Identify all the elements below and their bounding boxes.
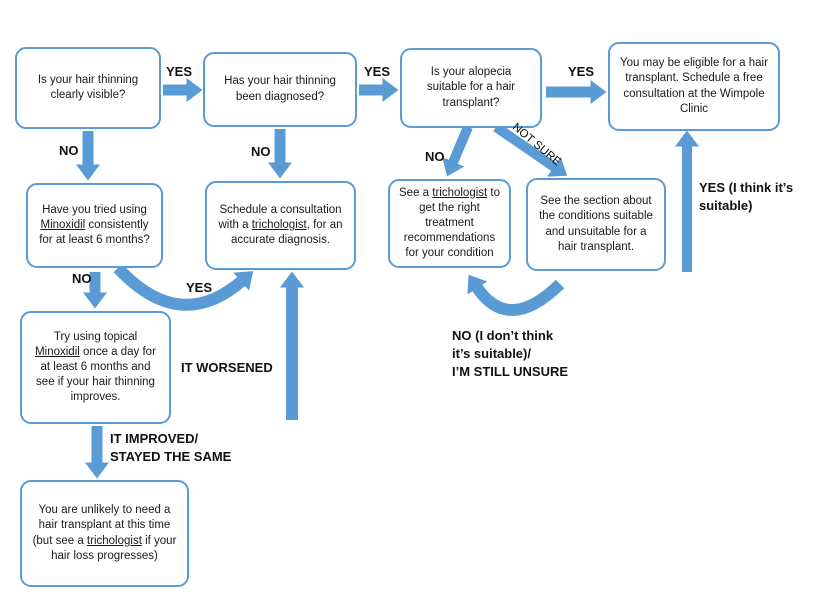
inline-link[interactable]: Minoxidil xyxy=(40,218,86,231)
edge-label-it-worsened: IT WORSENED xyxy=(181,360,273,375)
arrow-yes-minoxidil-to-consult-curved xyxy=(113,263,254,311)
inline-link[interactable]: trichologist xyxy=(251,218,307,231)
inline-link[interactable]: trichologist xyxy=(432,186,488,199)
text-segment: once a day for at least 6 months and see… xyxy=(36,345,156,404)
node-question-thinning-visible: Is your hair thinning clearly visible? xyxy=(15,47,161,129)
edge-label-yes-i-think-suitable: YES (I think it’s suitable) xyxy=(699,180,794,214)
edge-label-it-improved: IT IMPROVED/ STAYED THE SAME xyxy=(110,431,232,465)
text-segment: Is your hair thinning clearly visible? xyxy=(37,73,139,101)
edge-label-no-4: NO xyxy=(72,271,92,286)
edge-label-yes-3: YES xyxy=(568,64,595,79)
node-text: Is your alopecia suitable for a hair tra… xyxy=(411,65,531,111)
arrow-no-section-to-trichologist-curved xyxy=(467,274,565,316)
node-text: Have you tried using Minoxidil consisten… xyxy=(37,203,152,249)
node-text: Try using topical Minoxidil once a day f… xyxy=(31,330,160,406)
node-text: Is your hair thinning clearly visible? xyxy=(26,73,150,103)
text-segment: You may be eligible for a hair transplan… xyxy=(620,57,768,115)
node-text: Schedule a consultation with a tricholog… xyxy=(216,203,345,249)
text-segment: to get the right treatment recommendatio… xyxy=(403,186,501,260)
text-segment: See the section about the conditions sui… xyxy=(539,195,653,253)
node-question-alopecia-suitable: Is your alopecia suitable for a hair tra… xyxy=(400,48,542,128)
node-question-thinning-diagnosed: Has your hair thinning been diagnosed? xyxy=(203,52,357,127)
text-segment: Try using topical xyxy=(53,330,138,343)
edge-label-yes-1: YES xyxy=(166,64,193,79)
text-segment: Schedule a consultation with a xyxy=(218,203,342,231)
inline-link[interactable]: Minoxidil xyxy=(35,345,80,358)
text-segment: if your hair loss progresses) xyxy=(51,534,177,562)
edge-label-no-3: NO xyxy=(425,149,445,164)
text-segment: Is your alopecia suitable for a hair tra… xyxy=(426,66,516,109)
node-text: Has your hair thinning been diagnosed? xyxy=(214,74,346,104)
text-segment: Have you tried using xyxy=(42,203,147,216)
arrow-no-suitable-to-trichologist xyxy=(442,125,473,177)
text-segment: , for an accurate diagnosis. xyxy=(230,218,343,247)
node-schedule-consultation: Schedule a consultation with a tricholog… xyxy=(205,181,356,270)
node-see-trichologist: See a trichologist to get the right trea… xyxy=(388,179,511,268)
text-segment: See a xyxy=(399,186,433,199)
node-try-topical-minoxidil: Try using topical Minoxidil once a day f… xyxy=(20,311,171,424)
text-segment: consistently for at least 6 months? xyxy=(39,218,150,247)
edge-label-yes-curved: YES xyxy=(186,280,213,295)
node-see-section-conditions: See the section about the conditions sui… xyxy=(526,178,666,271)
edge-label-no-1: NO xyxy=(59,143,79,158)
node-text: See the section about the conditions sui… xyxy=(537,194,655,255)
text-segment: Has your hair thinning been diagnosed? xyxy=(224,75,336,103)
node-question-tried-minoxidil: Have you tried using Minoxidil consisten… xyxy=(26,183,163,268)
node-eligible-consultation: You may be eligible for a hair transplan… xyxy=(608,42,780,131)
edge-label-yes-2: YES xyxy=(364,64,391,79)
arrow-notsure-suitable-to-section xyxy=(493,122,568,177)
edge-label-no-still-unsure: NO (I don’t think it’s suitable)/ I’M ST… xyxy=(452,328,569,380)
node-text: You are unlikely to need a hair transpla… xyxy=(31,503,178,564)
edge-label-no-2: NO xyxy=(251,144,271,159)
inline-link[interactable]: trichologist xyxy=(86,534,142,547)
node-text: You may be eligible for a hair transplan… xyxy=(619,56,769,117)
text-segment: You are unlikely to need a hair transpla… xyxy=(32,504,171,547)
node-unlikely-to-need-transplant: You are unlikely to need a hair transpla… xyxy=(20,480,189,587)
node-text: See a trichologist to get the right trea… xyxy=(399,186,500,262)
